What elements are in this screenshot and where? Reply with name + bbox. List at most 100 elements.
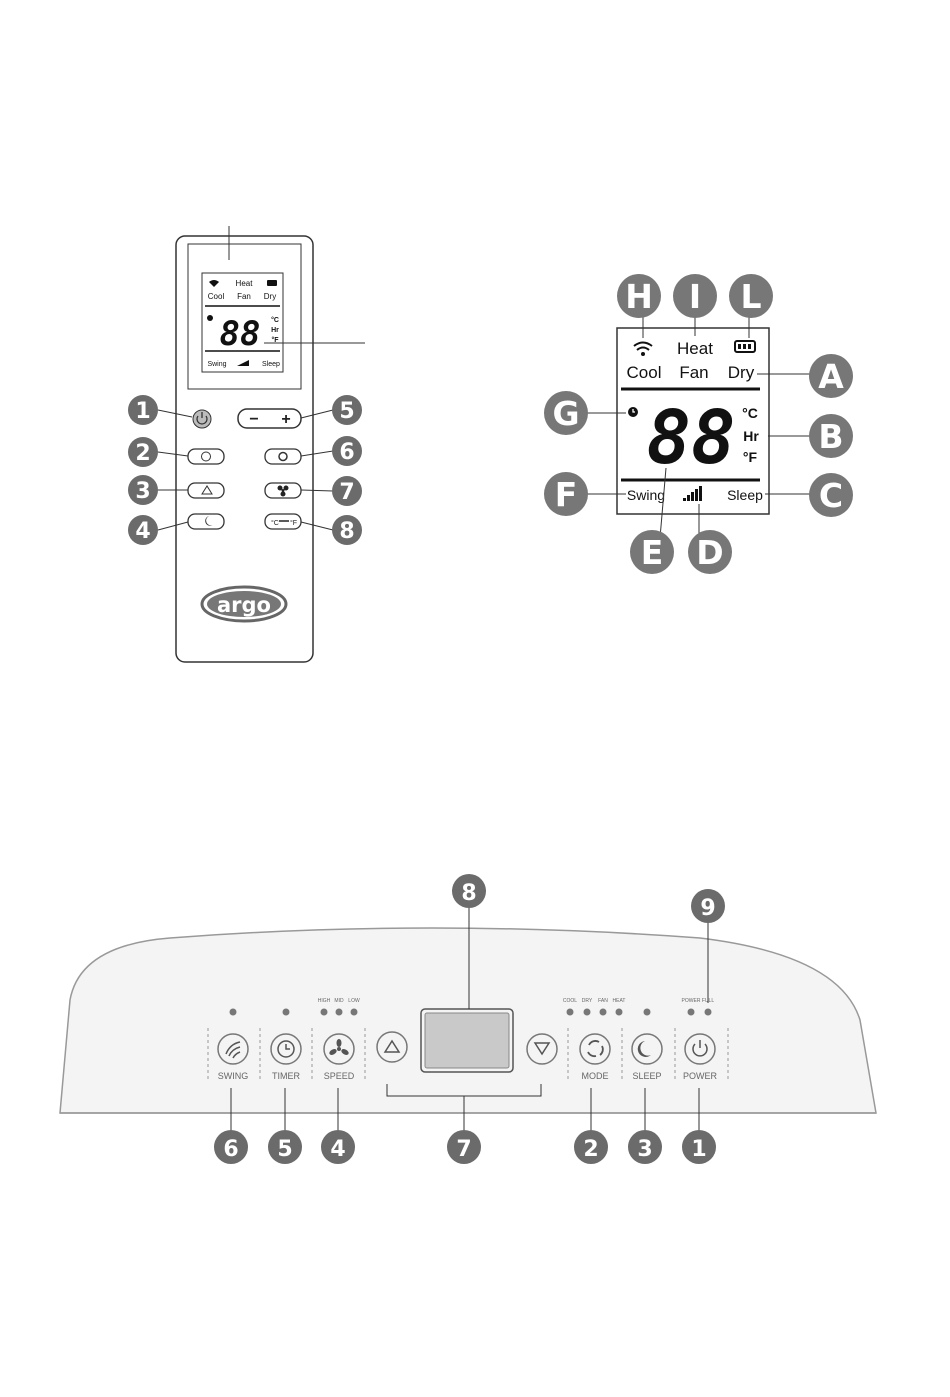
speed-led-mid-label: MID — [334, 998, 344, 1004]
remote-timer-button[interactable] — [188, 449, 224, 464]
display-digits: 88 — [646, 395, 735, 481]
panel-callout-6: 6 — [214, 1130, 248, 1164]
timer-led — [283, 1009, 290, 1016]
svg-text:A: A — [818, 357, 844, 396]
display-swing: Swing — [627, 487, 665, 503]
display-callout-f: F — [544, 472, 588, 516]
remote-callout-4: 4 — [128, 515, 158, 545]
mode-led-dry — [584, 1009, 591, 1016]
panel-mode-label: MODE — [582, 1071, 609, 1081]
display-fan: Fan — [679, 363, 708, 382]
svg-text:8: 8 — [461, 881, 476, 906]
speed-led-mid — [336, 1009, 343, 1016]
svg-text:8: 8 — [339, 519, 354, 544]
svg-text:5: 5 — [277, 1137, 292, 1162]
panel-swing-label: SWING — [218, 1071, 249, 1081]
remote-mode-button[interactable] — [265, 449, 301, 464]
remote-lcd-digits: 88 — [220, 314, 261, 354]
mode-led-heat — [616, 1009, 623, 1016]
panel-power-button[interactable] — [685, 1034, 715, 1064]
remote-temp-rocker-button[interactable]: − + — [238, 409, 301, 428]
display-callout-b: B — [809, 414, 853, 458]
display-unit-c: °C — [742, 405, 758, 421]
remote-sleep-button[interactable] — [188, 514, 224, 529]
remote-control: Heat Cool Fan Dry 88 °C Hr °F Swing Slee… — [128, 226, 365, 662]
speed-led-low — [351, 1009, 358, 1016]
display-dry: Dry — [728, 363, 755, 382]
panel-swing-button[interactable] — [218, 1034, 248, 1064]
svg-text:1: 1 — [135, 399, 150, 424]
display-sleep: Sleep — [727, 487, 763, 503]
remote-callout-8: 8 — [332, 515, 362, 545]
remote-lcd-unit-c: °C — [271, 316, 279, 324]
svg-text:°C: °C — [271, 519, 279, 527]
svg-text:B: B — [818, 417, 843, 456]
remote-callout-3: 3 — [128, 475, 158, 505]
mode-led-heat-label: HEAT — [613, 998, 626, 1004]
remote-power-button[interactable] — [193, 410, 211, 428]
svg-text:6: 6 — [339, 440, 354, 465]
power-led-label: POWER — [682, 998, 701, 1004]
display-callout-a: A — [809, 354, 853, 398]
remote-callout-2: 2 — [128, 437, 158, 467]
svg-text:7: 7 — [456, 1137, 471, 1162]
sleep-led — [644, 1009, 651, 1016]
display-cool: Cool — [627, 363, 662, 382]
display-heat: Heat — [677, 339, 713, 358]
panel-display — [421, 1009, 513, 1072]
svg-text:4: 4 — [135, 519, 150, 544]
display-callout-l: L — [729, 274, 773, 318]
panel-callout-8: 8 — [452, 874, 486, 908]
remote-callout-7: 7 — [332, 476, 362, 506]
clock-icon — [628, 407, 638, 417]
panel-power-label: POWER — [683, 1071, 718, 1081]
panel-sleep-label: SLEEP — [632, 1071, 661, 1081]
remote-callout-6: 6 — [332, 436, 362, 466]
remote-lcd-unit-hr: Hr — [271, 327, 279, 334]
panel-up-button[interactable] — [377, 1032, 407, 1062]
speed-led-high — [321, 1009, 328, 1016]
panel-speed-button[interactable] — [324, 1034, 354, 1064]
battery-icon — [267, 280, 277, 286]
svg-text:F: F — [555, 475, 578, 514]
mode-led-cool-label: COOL — [563, 998, 577, 1004]
remote-fan-button[interactable] — [265, 483, 301, 498]
svg-text:3: 3 — [135, 479, 150, 504]
panel-down-button[interactable] — [527, 1034, 557, 1064]
display-callout-g: G — [544, 391, 588, 435]
panel-speed-label: SPEED — [324, 1071, 355, 1081]
svg-text:1: 1 — [691, 1137, 706, 1162]
svg-text:D: D — [696, 533, 723, 572]
panel-sleep-button[interactable] — [632, 1034, 662, 1064]
remote-lcd-cool: Cool — [208, 292, 225, 301]
svg-text:5: 5 — [339, 399, 354, 424]
svg-text:L: L — [740, 277, 761, 316]
battery-icon — [735, 341, 755, 352]
mode-led-fan — [600, 1009, 607, 1016]
svg-text:9: 9 — [700, 896, 715, 921]
remote-unit-button[interactable]: °C °F — [265, 514, 301, 529]
svg-text:6: 6 — [223, 1137, 238, 1162]
speed-led-high-label: HIGH — [318, 998, 331, 1004]
remote-callout-1: 1 — [128, 395, 158, 425]
svg-text:2: 2 — [135, 441, 150, 466]
remote-lcd-heat: Heat — [236, 279, 254, 288]
panel-timer-button[interactable] — [271, 1034, 301, 1064]
remote-swing-button[interactable] — [188, 483, 224, 498]
panel-callout-4: 4 — [321, 1130, 355, 1164]
swing-led — [230, 1009, 237, 1016]
panel-mode-button[interactable] — [580, 1034, 610, 1064]
argo-logo: argo — [202, 587, 286, 621]
remote-lcd-unit-f: °F — [271, 336, 279, 344]
display-callout-i: I — [673, 274, 717, 318]
display-callout-c: C — [809, 473, 853, 517]
display-callout-h: H — [617, 274, 661, 318]
remote-clock-dot — [207, 315, 213, 321]
svg-text:E: E — [641, 533, 664, 572]
svg-text:argo: argo — [217, 593, 271, 617]
panel-callout-1: 1 — [682, 1130, 716, 1164]
control-panel: HIGH MID LOW COOL DRY FAN HEAT POWER FUL… — [60, 874, 876, 1164]
panel-callout-2: 2 — [574, 1130, 608, 1164]
plus-icon: + — [281, 411, 290, 428]
